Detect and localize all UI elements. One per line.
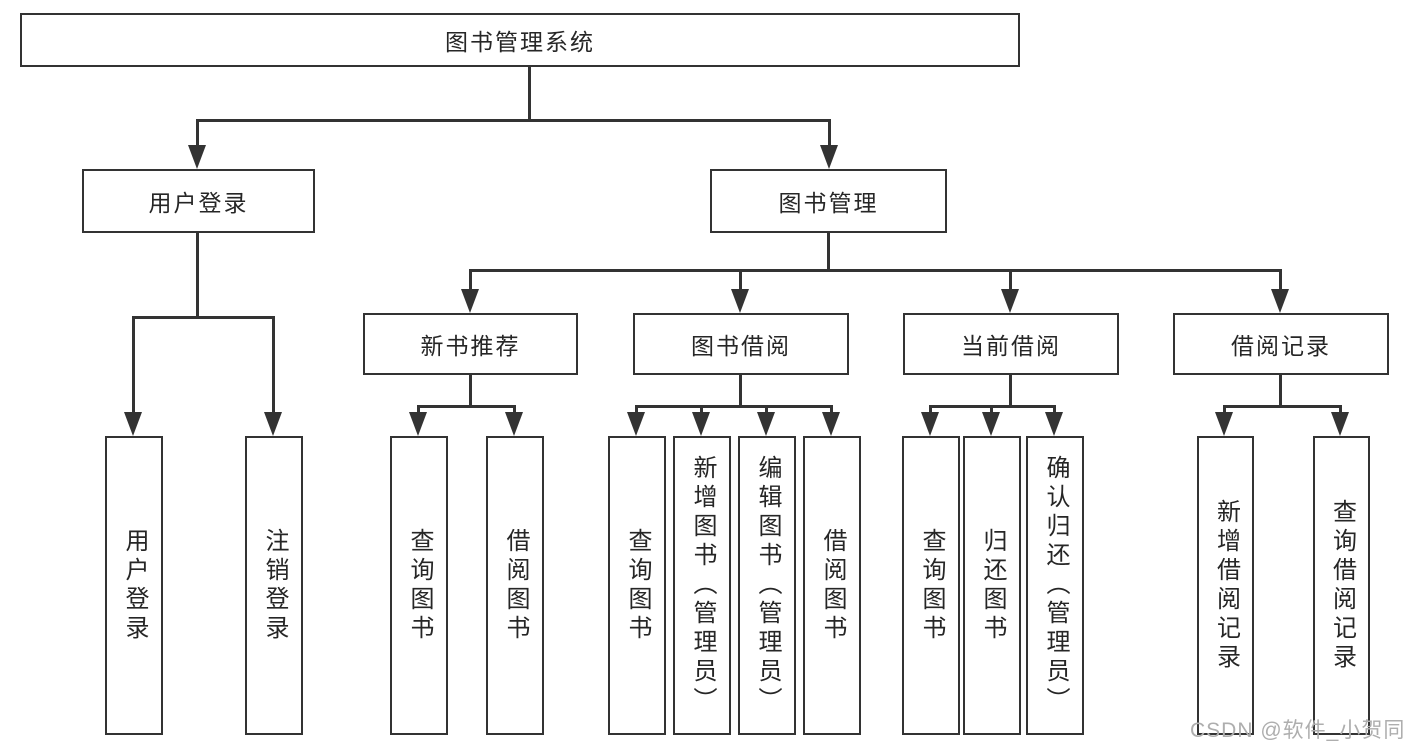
- leaf-label: 查询借阅记录: [1328, 498, 1356, 673]
- node-borrow-records: 借阅记录: [1173, 313, 1389, 375]
- edge-line: [700, 405, 703, 414]
- edge-line: [635, 405, 638, 414]
- leaf-borrow-borrow: 借阅图书: [803, 436, 861, 735]
- edge-line: [417, 405, 420, 414]
- leaf-label: 查询图书: [624, 527, 651, 644]
- edge-line: [132, 316, 135, 412]
- edge-group-rail: [417, 405, 516, 408]
- edge-to-book-mgmt: [828, 119, 831, 147]
- arrowhead-icon: [1215, 412, 1233, 436]
- edge-line: [739, 269, 742, 291]
- edge-group-rail: [1223, 405, 1342, 408]
- edge-line: [272, 316, 275, 412]
- edge-level1-rail: [196, 119, 831, 122]
- edge-line: [765, 405, 768, 414]
- arrowhead-icon: [461, 289, 479, 313]
- arrowhead-icon: [505, 412, 523, 436]
- leaf-label: 用户登录: [121, 527, 148, 644]
- edge-group-rail: [635, 405, 832, 408]
- edge-line: [513, 405, 516, 414]
- node-user-login: 用户登录: [82, 169, 315, 233]
- leaf-records-query: 查询借阅记录: [1313, 436, 1370, 735]
- edge-line: [929, 405, 932, 414]
- leaf-label: 借阅图书: [502, 527, 529, 644]
- edge-group-stem: [739, 373, 742, 408]
- leaf-label: 新增借阅记录: [1212, 498, 1240, 673]
- edge-group-stem: [1279, 373, 1282, 408]
- arrowhead-icon: [757, 412, 775, 436]
- arrowhead-icon: [409, 412, 427, 436]
- edge-group-stem: [469, 373, 472, 408]
- leaf-label: 注销登录: [261, 527, 288, 644]
- edge-line: [469, 269, 472, 291]
- leaf-records-add: 新增借阅记录: [1197, 436, 1254, 735]
- arrowhead-icon: [264, 412, 282, 436]
- leaf-label: 借阅图书: [819, 527, 846, 644]
- leaf-logout: 注销登录: [245, 436, 303, 735]
- edge-line: [830, 405, 833, 414]
- edge-line: [1279, 269, 1282, 291]
- leaf-label: 查询图书: [918, 527, 945, 644]
- node-current-borrow: 当前借阅: [903, 313, 1119, 375]
- leaf-newbooks-borrow: 借阅图书: [486, 436, 544, 735]
- node-root: 图书管理系统: [20, 13, 1020, 67]
- arrowhead-icon: [692, 412, 710, 436]
- arrowhead-icon: [627, 412, 645, 436]
- node-book-borrow: 图书借阅: [633, 313, 849, 375]
- edge-line: [1053, 405, 1056, 414]
- node-book-mgmt: 图书管理: [710, 169, 947, 233]
- watermark-text: CSDN @软件_小贺同学: [1190, 719, 1405, 742]
- leaf-current-return: 归还图书: [963, 436, 1021, 735]
- edge-user-rail: [132, 316, 275, 319]
- edge-mgmt-stem: [827, 231, 830, 272]
- leaf-user-login: 用户登录: [105, 436, 163, 735]
- edge-line: [1009, 269, 1012, 291]
- arrowhead-icon: [1001, 289, 1019, 313]
- arrowhead-icon: [731, 289, 749, 313]
- leaf-label: 查询图书: [406, 527, 433, 644]
- leaf-borrow-query: 查询图书: [608, 436, 666, 735]
- edge-root-stem: [528, 67, 531, 121]
- leaf-current-confirm-admin: 确认归还（管理员）: [1026, 436, 1084, 735]
- leaf-label: 确认归还（管理员）: [1042, 455, 1069, 716]
- leaf-current-query: 查询图书: [902, 436, 960, 735]
- edge-line: [1339, 405, 1342, 414]
- arrowhead-icon: [1271, 289, 1289, 313]
- edge-line: [990, 405, 993, 414]
- leaf-label: 编辑图书（管理员）: [754, 455, 781, 716]
- edge-line: [1223, 405, 1226, 414]
- leaf-borrow-add-admin: 新增图书（管理员）: [673, 436, 731, 735]
- leaf-borrow-edit-admin: 编辑图书（管理员）: [738, 436, 796, 735]
- arrowhead-icon: [1045, 412, 1063, 436]
- leaf-label: 新增图书（管理员）: [689, 455, 716, 716]
- node-new-books: 新书推荐: [363, 313, 578, 375]
- edge-group-stem: [1009, 373, 1012, 408]
- leaf-newbooks-query: 查询图书: [390, 436, 448, 735]
- edge-user-stem: [196, 231, 199, 318]
- arrowhead-icon: [921, 412, 939, 436]
- arrowhead-icon: [822, 412, 840, 436]
- arrowhead-icon: [188, 145, 206, 169]
- arrowhead-icon: [982, 412, 1000, 436]
- arrowhead-icon: [820, 145, 838, 169]
- leaf-label: 归还图书: [979, 527, 1006, 644]
- arrowhead-icon: [1331, 412, 1349, 436]
- edge-to-user-login: [196, 119, 199, 147]
- arrowhead-icon: [124, 412, 142, 436]
- edge-mgmt-rail: [469, 269, 1282, 272]
